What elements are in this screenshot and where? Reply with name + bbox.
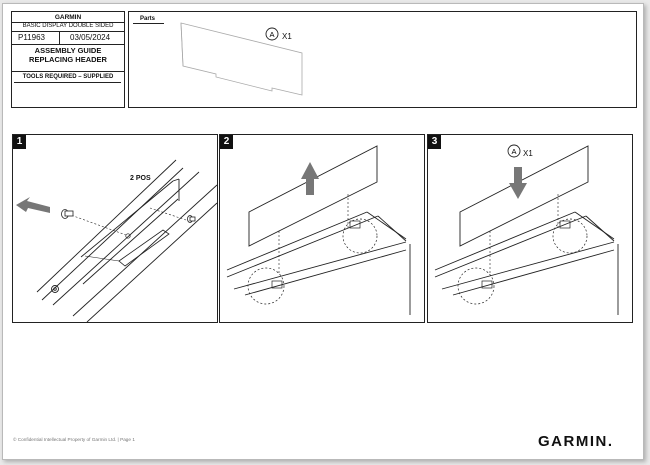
guide-subtitle: REPLACING HEADER (29, 55, 107, 64)
step-3-illustration: A (434, 144, 619, 315)
parts-label: Parts (140, 16, 156, 22)
remove-arrow-icon (16, 197, 50, 213)
parts-box: Parts A X1 (128, 11, 637, 108)
header-panel-part-drawing: A (180, 22, 303, 96)
callout-a-letter: A (269, 30, 274, 39)
step-3-quantity: X1 (523, 149, 533, 158)
instruction-sheet: GARMIN BASIC DISPLAY DOUBLE SIDED P11963… (2, 3, 644, 460)
step-1-panel: 1 2 POS (12, 134, 218, 323)
product-name: BASIC DISPLAY DOUBLE SIDED (22, 23, 114, 29)
step-3-panel: A 3 X1 (427, 134, 633, 323)
insert-arrow-icon (509, 167, 527, 199)
title-block: GARMIN BASIC DISPLAY DOUBLE SIDED P11963… (11, 11, 125, 73)
callout-a-icon (507, 144, 521, 158)
part-number: P11963 (18, 33, 45, 42)
step-2-panel: 2 (219, 134, 425, 323)
document-date: 03/05/2024 (70, 33, 111, 42)
callout-a-letter: A (511, 147, 516, 156)
brand-label: GARMIN (54, 14, 82, 21)
callout-a-icon (265, 27, 279, 41)
tools-label: TOOLS REQUIRED – SUPPLIED (22, 74, 114, 80)
tools-box: TOOLS REQUIRED – SUPPLIED (11, 71, 125, 108)
step-number: 2 (220, 135, 233, 149)
lift-arrow-icon (301, 162, 319, 195)
step-number: 1 (13, 135, 26, 149)
footer-text: © Confidential Intellectual Property of … (13, 437, 135, 442)
position-note: 2 POS (130, 175, 151, 182)
parts-quantity: X1 (282, 32, 292, 41)
guide-title: ASSEMBLY GUIDE REPLACING HEADER (12, 46, 124, 64)
garmin-logo: GARMIN. (538, 433, 614, 450)
step-1-illustration (16, 159, 217, 322)
step-2-illustration (226, 145, 411, 315)
step-number: 3 (428, 135, 441, 149)
